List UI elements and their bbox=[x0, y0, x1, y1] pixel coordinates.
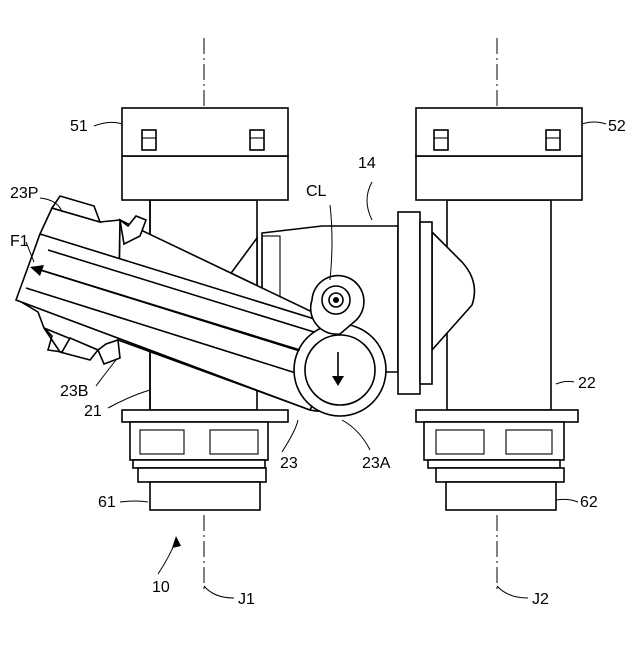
label-21: 21 bbox=[84, 403, 102, 420]
cap-52 bbox=[416, 108, 582, 200]
label-61: 61 bbox=[98, 494, 116, 511]
label-14: 14 bbox=[358, 155, 376, 172]
label-23: 23 bbox=[280, 455, 298, 472]
connector-62 bbox=[416, 410, 578, 510]
label-j1: J1 bbox=[238, 591, 255, 608]
label-23b: 23B bbox=[60, 383, 88, 400]
label-cl: CL bbox=[306, 183, 327, 200]
label-52: 52 bbox=[608, 118, 626, 135]
cap-51 bbox=[122, 108, 288, 200]
label-62: 62 bbox=[580, 494, 598, 511]
label-22: 22 bbox=[578, 375, 596, 392]
connector-61 bbox=[122, 410, 288, 510]
label-f1: F1 bbox=[10, 233, 29, 250]
label-10: 10 bbox=[152, 579, 170, 596]
label-51: 51 bbox=[70, 118, 88, 135]
label-23a: 23A bbox=[362, 455, 391, 472]
label-j2: J2 bbox=[532, 591, 549, 608]
label-23p: 23P bbox=[10, 185, 38, 202]
